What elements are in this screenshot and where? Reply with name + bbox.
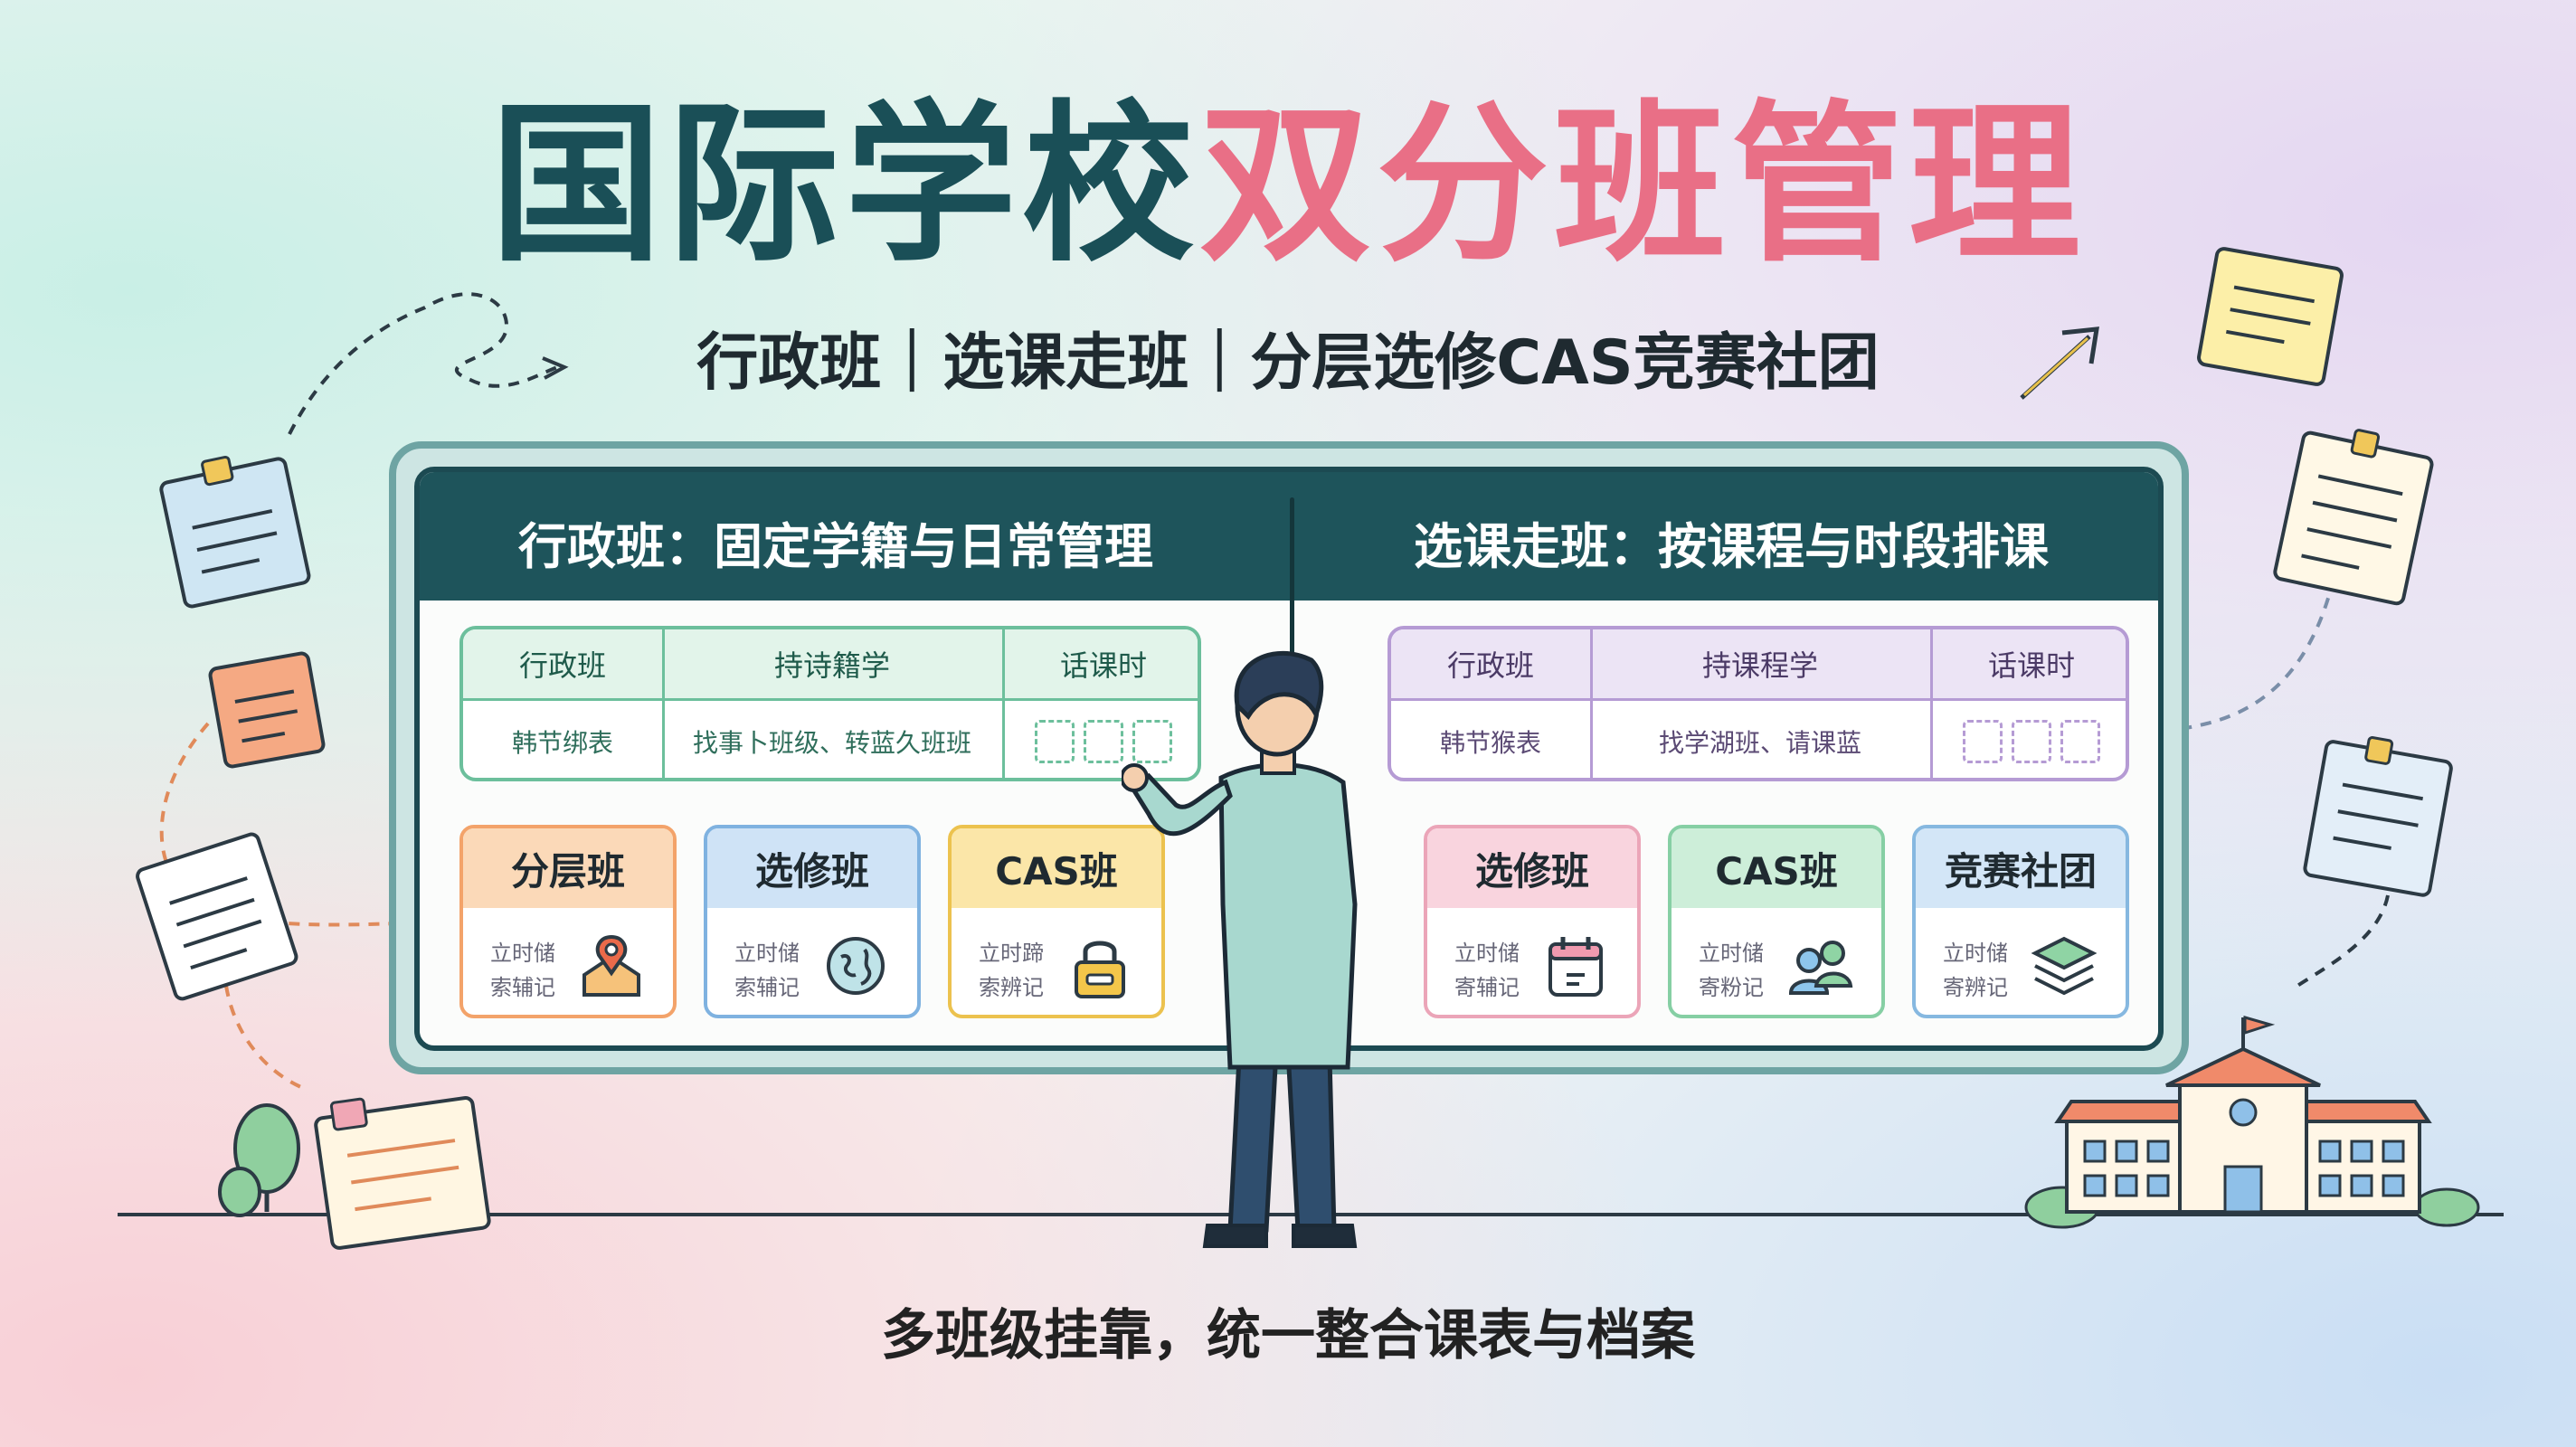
left-class-table: 行政班 持诗籍学 话课时 韩节绑表 找事卜班级、转蓝久班班 bbox=[459, 626, 1201, 781]
bottom-caption: 多班级挂靠，统一整合课表与档案 bbox=[881, 1304, 1695, 1367]
card-line: 寄粉记 bbox=[1699, 975, 1764, 1000]
card-elective-class[interactable]: 选修班 立时储 索辅记 bbox=[704, 825, 921, 1018]
card-line: 立时储 bbox=[1943, 941, 2008, 966]
card-line: 立时储 bbox=[734, 941, 800, 966]
card-title: CAS班 bbox=[1672, 828, 1881, 908]
card-line: 寄辅记 bbox=[1454, 975, 1520, 1000]
layers-icon bbox=[2031, 936, 2098, 996]
card-line: 寄辨记 bbox=[1943, 975, 2008, 1000]
card-line: 立时储 bbox=[1454, 941, 1520, 966]
table-header-row: 行政班 持诗籍学 话课时 bbox=[463, 629, 1198, 698]
table-cell: 韩节猴表 bbox=[1439, 728, 1541, 758]
card-title: CAS班 bbox=[952, 828, 1161, 908]
table-header-cell: 行政班 bbox=[1446, 648, 1534, 683]
time-slot-boxes bbox=[1930, 701, 2126, 778]
page-subtitle: 行政班｜选课走班｜分层选修CAS竞赛社团 bbox=[696, 327, 1880, 399]
card-cas-class[interactable]: CAS班 立时储 寄粉记 bbox=[1668, 825, 1885, 1018]
calendar-icon bbox=[1548, 937, 1603, 997]
table-header-cell: 持诗籍学 bbox=[773, 648, 890, 683]
table-header-cell: 话课时 bbox=[1987, 648, 2075, 683]
table-cell: 找学湖班、请课蓝 bbox=[1658, 728, 1861, 758]
table-header-cell: 行政班 bbox=[518, 648, 606, 683]
page-title-part2: 双分班管理 bbox=[1199, 85, 2087, 285]
table-header-cell: 持课程学 bbox=[1701, 648, 1818, 683]
card-line: 索辨记 bbox=[979, 975, 1044, 1000]
table-row: 韩节猴表 找学湖班、请课蓝 bbox=[1391, 698, 2126, 778]
right-class-table: 行政班 持课程学 话课时 韩节猴表 找学湖班、请课蓝 bbox=[1387, 626, 2129, 781]
teacher-figure bbox=[1122, 650, 1358, 1248]
table-cell: 韩节绑表 bbox=[511, 728, 613, 758]
card-title: 竞赛社团 bbox=[1916, 828, 2126, 908]
card-line: 索辅记 bbox=[734, 975, 800, 1000]
lock-icon bbox=[1075, 941, 1125, 998]
card-title: 分层班 bbox=[463, 828, 673, 908]
card-elective-class[interactable]: 选修班 立时储 寄辅记 bbox=[1424, 825, 1641, 1018]
card-title: 选修班 bbox=[707, 828, 917, 908]
board: 行政班：固定学籍与日常管理 选课走班：按课程与时段排课 行政班 持诗籍学 话课时… bbox=[414, 467, 2164, 1051]
board-divider bbox=[1290, 497, 1294, 660]
card-line: 立时储 bbox=[490, 941, 555, 966]
card-cas-class[interactable]: CAS班 立时蹄 索辨记 bbox=[948, 825, 1165, 1018]
left-panel-header: 行政班：固定学籍与日常管理 bbox=[518, 518, 1153, 575]
page-title-part1: 国际学校 bbox=[489, 85, 1199, 285]
board-header bbox=[420, 472, 2158, 601]
page-title: 国际学校双分班管理 bbox=[0, 99, 2576, 271]
location-pin-icon bbox=[582, 934, 640, 997]
right-panel-header: 选课走班：按课程与时段排课 bbox=[1414, 518, 2049, 575]
table-cell: 找事卜班级、转蓝久班班 bbox=[692, 728, 971, 758]
time-slot-boxes bbox=[1002, 701, 1198, 778]
globe-icon bbox=[827, 937, 885, 995]
table-row: 韩节绑表 找事卜班级、转蓝久班班 bbox=[463, 698, 1198, 778]
card-line: 立时蹄 bbox=[979, 941, 1044, 966]
users-icon bbox=[1788, 941, 1853, 995]
table-header-cell: 话课时 bbox=[1059, 648, 1147, 683]
school-building-icon bbox=[2024, 1016, 2480, 1229]
card-line: 立时储 bbox=[1699, 941, 1764, 966]
card-competition-club[interactable]: 竞赛社团 立时储 寄辨记 bbox=[1912, 825, 2129, 1018]
card-layered-class[interactable]: 分层班 立时储 索辅记 bbox=[459, 825, 677, 1018]
table-header-row: 行政班 持课程学 话课时 bbox=[1391, 629, 2126, 698]
card-title: 选修班 bbox=[1427, 828, 1637, 908]
card-line: 索辅记 bbox=[490, 975, 555, 1000]
